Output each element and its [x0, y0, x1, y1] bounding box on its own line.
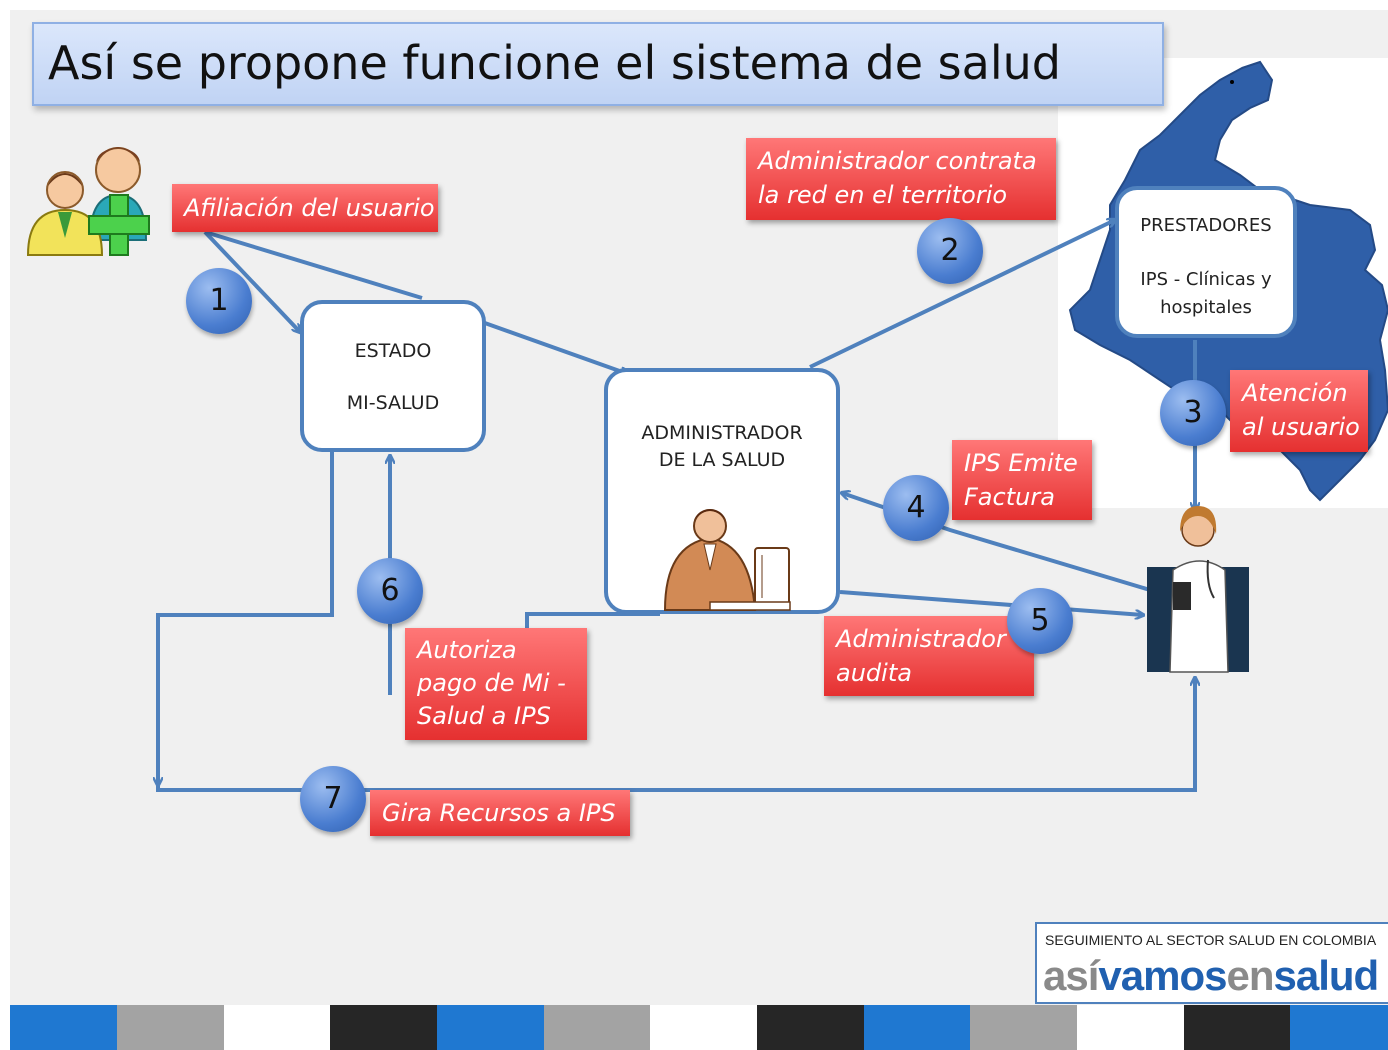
prestadores-line1: PRESTADORES: [1140, 215, 1272, 236]
autoriza-line3: Salud a IPS: [417, 702, 551, 730]
prestadores-line2: IPS - Clínicas y: [1140, 269, 1272, 290]
footer-stripe: [757, 1005, 864, 1050]
label-atencion: Atención al usuario: [1230, 370, 1368, 452]
emite-line1: IPS Emite: [964, 449, 1078, 477]
emite-line2: Factura: [964, 483, 1055, 511]
footer-stripe: [330, 1005, 437, 1050]
atencion-line2: al usuario: [1242, 413, 1360, 441]
atencion-line1: Atención: [1242, 379, 1348, 407]
contrata-line2: la red en el territorio: [758, 181, 1008, 209]
brand-part-vamos: vamos: [1098, 952, 1227, 999]
footer-stripe: [650, 1005, 757, 1050]
estado-line1: ESTADO: [354, 340, 432, 362]
slide-title: Así se propone funcione el sistema de sa…: [48, 36, 1061, 90]
step-4-circle: 4: [883, 475, 949, 541]
prestadores-line3: hospitales: [1160, 297, 1252, 318]
logo-brand: asívamosensalud: [1043, 952, 1379, 1000]
label-afiliacion: Afiliación del usuario: [172, 184, 438, 232]
title-banner: Así se propone funcione el sistema de sa…: [32, 22, 1164, 106]
logo-subtitle: SEGUIMIENTO AL SECTOR SALUD EN COLOMBIA: [1045, 932, 1377, 948]
gira-text: Gira Recursos a IPS: [382, 799, 616, 827]
footer-stripe: [1290, 1005, 1388, 1050]
autoriza-line2: pago de Mi -: [417, 669, 566, 697]
label-autoriza: Autoriza pago de Mi - Salud a IPS: [405, 628, 587, 740]
office-worker-icon: [663, 509, 791, 611]
footer-stripe: [1184, 1005, 1290, 1050]
users-add-icon: [26, 147, 150, 256]
footer-stripe: [224, 1005, 330, 1050]
brand-part-en: en: [1226, 952, 1274, 999]
prestadores-node: PRESTADORES IPS - Clínicas y hospitales: [1115, 186, 1297, 338]
contrata-line1: Administrador contrata: [758, 147, 1037, 175]
step-7-circle: 7: [300, 766, 366, 832]
footer-stripe: [864, 1005, 970, 1050]
audita-line2: audita: [836, 659, 912, 687]
footer-stripe: [544, 1005, 650, 1050]
footer-logo: SEGUIMIENTO AL SECTOR SALUD EN COLOMBIA …: [1035, 922, 1388, 1004]
step-5-circle: 5: [1007, 588, 1073, 654]
footer-stripe: [970, 1005, 1077, 1050]
estado-line2: MI-SALUD: [346, 392, 440, 414]
administrador-line1: ADMINISTRADOR: [641, 422, 803, 444]
step-2-circle: 2: [917, 218, 983, 284]
label-gira: Gira Recursos a IPS: [370, 790, 630, 836]
footer-stripe: [10, 1005, 117, 1050]
administrador-line2: DE LA SALUD: [658, 449, 786, 471]
brand-part-asi: así: [1043, 952, 1099, 999]
afiliacion-text: Afiliación del usuario: [184, 194, 435, 222]
footer-stripe: [1077, 1005, 1184, 1050]
label-contrata: Administrador contrata la red en el terr…: [746, 138, 1056, 220]
doctor-icon: [1147, 506, 1249, 673]
slide: Así se propone funcione el sistema de sa…: [10, 10, 1388, 1050]
step-1-circle: 1: [186, 268, 252, 334]
step-3-circle: 3: [1160, 380, 1226, 446]
step-6-circle: 6: [357, 558, 423, 624]
audita-line1: Administrador: [836, 625, 1006, 653]
autoriza-line1: Autoriza: [417, 636, 517, 664]
label-audita: Administrador audita: [824, 616, 1034, 696]
footer-stripe: [117, 1005, 224, 1050]
label-emite: IPS Emite Factura: [952, 440, 1092, 520]
brand-part-salud: salud: [1273, 952, 1379, 999]
footer-stripe: [437, 1005, 544, 1050]
estado-node: ESTADO MI-SALUD: [300, 300, 486, 452]
